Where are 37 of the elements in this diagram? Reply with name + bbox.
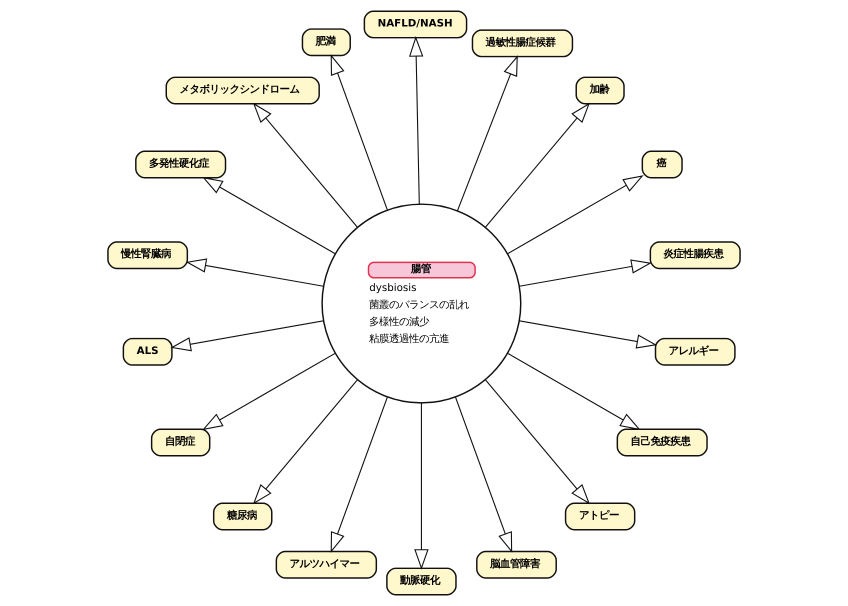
- node-box: 炎症性腸疾患: [650, 241, 741, 270]
- arrow: [170, 320, 324, 352]
- arrow: [454, 396, 512, 553]
- node-box: 多発性硬化症: [135, 150, 226, 178]
- node-circle: 腸管 dysbiosis 菌叢のバランスの乱れ 多様性の減少 粘膜透過性の亢進: [321, 203, 522, 404]
- arrow: [202, 352, 336, 430]
- arrow: [202, 176, 336, 254]
- node-box: NAFLD/NASH: [364, 10, 468, 38]
- arrow: [456, 55, 518, 211]
- node-box: 動脈硬化: [386, 568, 457, 596]
- node-box: 糖尿病: [212, 502, 272, 530]
- arrow: [414, 402, 429, 570]
- arrow: [252, 102, 358, 228]
- arrow: [507, 175, 644, 254]
- arrow: [330, 396, 388, 553]
- arrow: [507, 352, 641, 430]
- node-box: アトピー: [564, 502, 636, 530]
- node-box: 肥満: [302, 28, 351, 56]
- arrow: [408, 36, 424, 204]
- arrow: [186, 258, 324, 287]
- arrow: [330, 54, 388, 210]
- node-box: 癌: [642, 150, 683, 178]
- node-box: 自己免疫疾患: [616, 428, 708, 456]
- arrow: [252, 379, 358, 504]
- node-box: 慢性腎臓病: [107, 241, 188, 270]
- node-box: ALS: [122, 338, 173, 366]
- node-box: 自閉症: [150, 428, 210, 456]
- arrow: [519, 259, 652, 287]
- arrow: [485, 379, 590, 504]
- node-box: メタボリックシンドローム: [166, 76, 320, 105]
- node-box: アルツハイマー: [276, 550, 378, 579]
- node-box: アレルギー: [654, 338, 736, 366]
- node-box: 過敏性腸症候群: [472, 29, 574, 58]
- arrow: [519, 320, 658, 349]
- node-box: 加齢: [576, 76, 625, 105]
- node-box: 脳血管障害: [476, 550, 557, 579]
- arrow: [485, 102, 590, 228]
